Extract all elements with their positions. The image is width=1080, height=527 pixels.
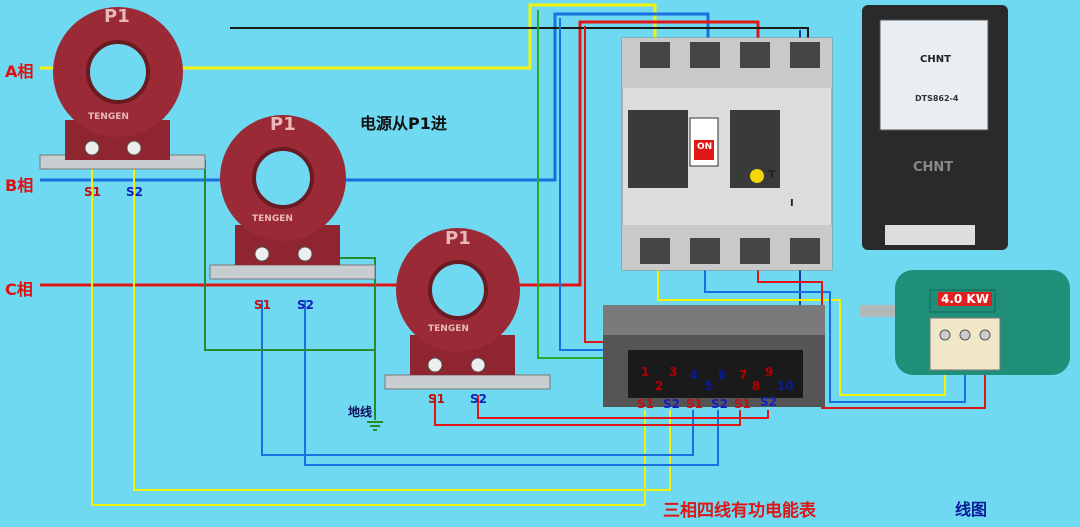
wire-out-b: [704, 262, 966, 403]
ct3-s1-label: S1: [428, 392, 445, 406]
meter-s1-a: S1: [637, 397, 654, 411]
ct3-p1: P1: [445, 228, 471, 249]
wire-phase-b: [40, 12, 710, 182]
breaker-t: T: [768, 168, 776, 181]
wire-ct1-s1: [91, 160, 646, 506]
ct2-brand: TENGEN: [252, 214, 293, 224]
diagram-title-suffix: 线图: [955, 500, 988, 519]
chnt-brand: CHNT: [920, 54, 951, 65]
meter-s2-b: S2: [711, 397, 728, 411]
term-6: 6: [718, 368, 727, 382]
phase-c-label: C相: [5, 280, 33, 299]
current-transformer-c: [384, 228, 551, 390]
wire-ct2-s1: [261, 300, 694, 456]
breaker-on: ON: [697, 142, 713, 152]
ct1-s2-label: S2: [126, 185, 143, 199]
power-note: 电源从P1进: [360, 114, 447, 133]
phase-b-label: B相: [5, 176, 34, 195]
ct2-s1-label: S1: [254, 298, 271, 312]
circuit-breaker: [621, 37, 833, 271]
term-9: 9: [765, 365, 774, 379]
ct3-s2-label: S2: [470, 392, 487, 406]
wire-out-a: [657, 262, 946, 396]
term-10: 10: [777, 379, 794, 393]
meter-s1-b: S1: [686, 397, 703, 411]
term-7: 7: [739, 368, 748, 382]
phase-a-label: A相: [5, 62, 34, 81]
motor-power-label: 4.0 KW: [938, 292, 992, 306]
current-transformer-b: [209, 115, 376, 280]
breaker-i: I: [790, 198, 794, 209]
meter-s2-a: S2: [663, 397, 680, 411]
ground-label: 地线: [348, 405, 373, 419]
ct1-s1-label: S1: [84, 185, 101, 199]
wire-phase-a: [40, 3, 657, 70]
wire-ct2-s2: [304, 300, 719, 466]
ground-symbol: [367, 421, 383, 431]
chnt-meter: [862, 5, 1008, 250]
ct1-brand: TENGEN: [88, 112, 129, 122]
wire-ct3-s2: [477, 395, 769, 419]
chnt-brand-2: CHNT: [913, 160, 954, 175]
meter-s2-c: S2: [760, 395, 777, 409]
ct1-p1: P1: [104, 6, 130, 27]
diagram-title: 三相四线有功电能表: [663, 501, 816, 521]
wire-ct1-s2: [133, 160, 671, 491]
wire-ground: [204, 160, 376, 420]
term-8: 8: [752, 379, 761, 393]
chnt-model: DTS862-4: [915, 94, 959, 103]
term-4: 4: [690, 368, 699, 382]
ct2-s2-label: S2: [297, 298, 314, 312]
term-3: 3: [669, 365, 678, 379]
term-2: 2: [655, 379, 664, 393]
ct3-brand: TENGEN: [428, 324, 469, 334]
term-1: 1: [641, 365, 650, 379]
ct2-p1: P1: [270, 114, 296, 135]
meter-s1-c: S1: [734, 397, 751, 411]
motor: [860, 270, 1070, 375]
three-phase-meter: [603, 305, 825, 407]
term-5: 5: [704, 379, 713, 393]
current-transformer-a: [39, 7, 206, 170]
